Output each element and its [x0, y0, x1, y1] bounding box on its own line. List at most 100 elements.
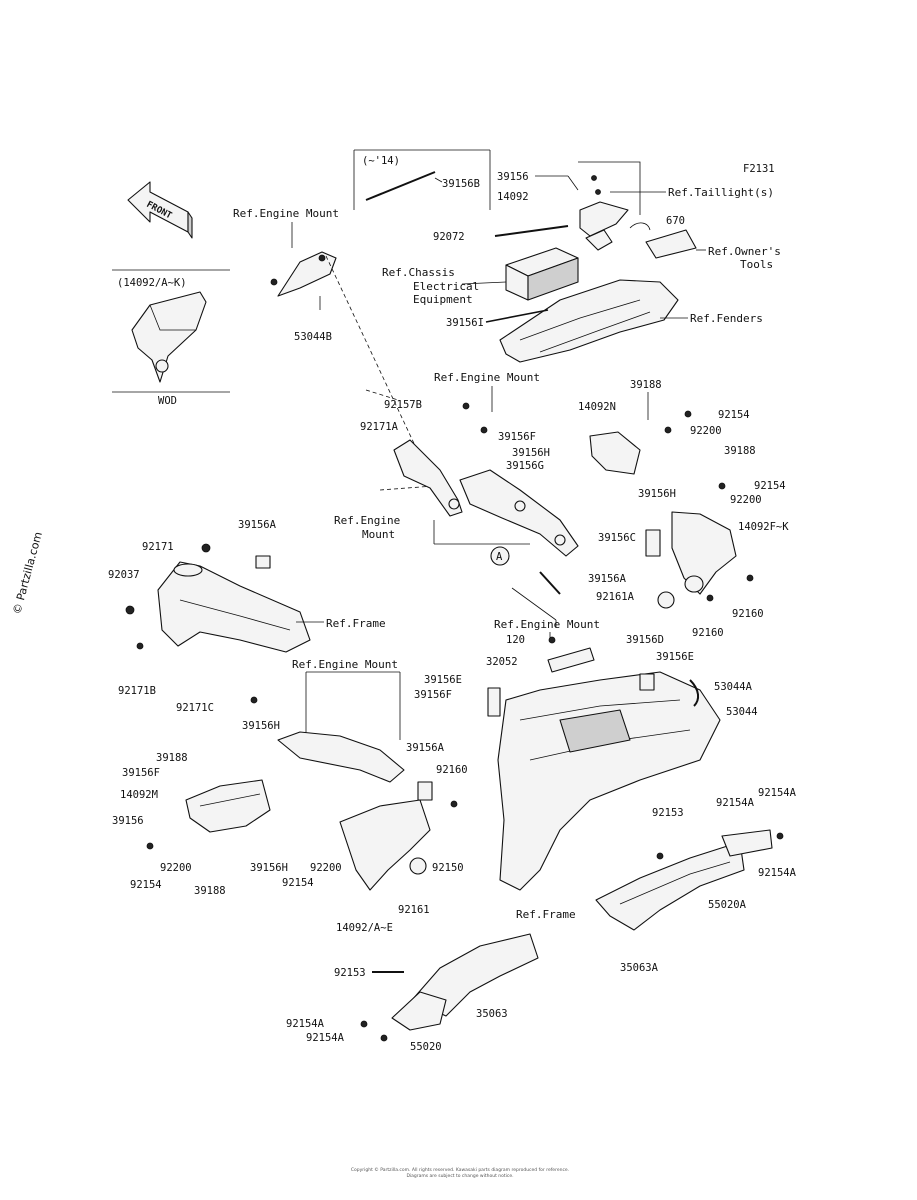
label-39156A-c: 39156A	[406, 742, 445, 754]
label-39156H-d: 39156H	[250, 862, 288, 874]
label-39156F-c: 39156F	[122, 767, 160, 779]
label-92153-b: 92153	[334, 967, 366, 979]
label-39156F-b: 39156F	[414, 689, 452, 701]
label-92154-a: 92154	[718, 409, 750, 421]
ref-engine-mount-split-1: Ref.Engine	[334, 514, 400, 527]
label-39188-b: 39188	[724, 445, 756, 457]
footer-line-1: Copyright © Partzilla.com. All rights re…	[350, 1168, 570, 1173]
year-note: (~'14)	[362, 155, 400, 167]
ref-engine-mount-split-2: Mount	[362, 528, 395, 541]
label-92037: 92037	[108, 569, 140, 581]
label-39156-top: 39156	[497, 171, 529, 183]
ref-taillight: Ref.Taillight(s)	[668, 186, 774, 199]
label-92200-d: 92200	[310, 862, 342, 874]
owners-tools-pouch	[629, 222, 697, 259]
lower-left-footrest	[185, 731, 405, 833]
label-14092M: 14092M	[120, 789, 158, 801]
label-14092F-K: 14092F~K	[738, 521, 789, 533]
main-frame	[497, 671, 721, 891]
ref-chassis-1: Ref.Chassis	[382, 266, 455, 279]
label-53044A: 53044A	[714, 681, 753, 693]
label-92154-c: 92154	[130, 879, 162, 891]
label-92171A: 92171A	[360, 421, 399, 433]
label-39188-c: 39188	[156, 752, 188, 764]
ref-owners-tools-2: Tools	[740, 258, 773, 271]
label-39156D: 39156D	[626, 634, 664, 646]
label-670: 670	[666, 215, 685, 227]
right-footrest-bracket	[459, 469, 579, 557]
label-39156H-b: 39156H	[638, 488, 676, 500]
label-92171C: 92171C	[176, 702, 214, 714]
label-55020A: 55020A	[708, 899, 747, 911]
ref-frame-2: Ref.Frame	[516, 908, 576, 921]
ref-engine-mount-2: Ref.Engine Mount	[434, 371, 540, 384]
year-note-group: (~'14)	[353, 149, 491, 210]
label-39188-a: 39188	[630, 379, 662, 391]
label-92154-b: 92154	[754, 480, 786, 492]
marker-a-1: A	[490, 546, 510, 566]
label-14092-top: 14092	[497, 191, 529, 203]
label-14092A-E: 14092/A~E	[336, 922, 393, 934]
label-35063A: 35063A	[620, 962, 659, 974]
engine-mount-bracket-top	[270, 251, 337, 297]
inset-model: WOD	[158, 395, 177, 407]
label-92160-a: 92160	[732, 608, 764, 620]
label-39156H: 39156H	[512, 447, 550, 459]
inset-title: (14092/A~K)	[117, 277, 187, 289]
label-53044: 53044	[726, 706, 758, 718]
battery-box	[505, 247, 579, 301]
label-32052: 32052	[486, 656, 518, 668]
label-53044B: 53044B	[294, 331, 332, 343]
label-92157B: 92157B	[384, 399, 422, 411]
label-39156H-c: 39156H	[242, 720, 280, 732]
label-39156E: 39156E	[656, 651, 694, 663]
label-39156F: 39156F	[498, 431, 536, 443]
label-92150: 92150	[432, 862, 464, 874]
label-92154-d: 92154	[282, 877, 314, 889]
label-92200-b: 92200	[730, 494, 762, 506]
ref-fenders: Ref.Fenders	[690, 312, 763, 325]
label-92154A-b: 92154A	[758, 787, 797, 799]
label-14092N: 14092N	[578, 401, 616, 413]
taillight-bracket	[578, 161, 641, 251]
label-92154A-c: 92154A	[758, 867, 797, 879]
label-39156A: 39156A	[238, 519, 277, 531]
label-92072: 92072	[433, 231, 465, 243]
label-39156A-b: 39156A	[588, 573, 627, 585]
label-39188-d: 39188	[194, 885, 226, 897]
label-92161A: 92161A	[596, 591, 635, 603]
footer-copyright: Copyright © Partzilla.com. All rights re…	[300, 1168, 620, 1180]
label-35063: 35063	[476, 1008, 508, 1020]
svg-text:A: A	[496, 551, 503, 563]
lower-right-footrest	[595, 829, 773, 931]
label-92154A: 92154A	[716, 797, 755, 809]
ref-engine-mount-1: Ref.Engine Mount	[233, 207, 339, 220]
label-39156B: 39156B	[442, 178, 480, 190]
label-39156G: 39156G	[506, 460, 544, 472]
front-arrow-icon: FRONT	[127, 181, 193, 239]
ref-engine-mount-3: Ref.Engine Mount	[494, 618, 600, 631]
label-92160-b: 92160	[692, 627, 724, 639]
label-92154A-e: 92154A	[306, 1032, 345, 1044]
diagram-code: F2131	[743, 163, 775, 175]
inset-cover-detail: (14092/A~K) WOD	[112, 269, 230, 407]
label-120: 120	[506, 634, 525, 646]
right-side-cover	[589, 431, 641, 475]
label-39156E-b: 39156E	[424, 674, 462, 686]
ref-owners-tools-1: Ref.Owner's	[708, 245, 781, 258]
rear-fender	[499, 279, 679, 363]
label-92200-c: 92200	[160, 862, 192, 874]
left-footrest-plate	[393, 439, 463, 517]
ref-engine-mount-4: Ref.Engine Mount	[292, 658, 398, 671]
label-92154A-d: 92154A	[286, 1018, 325, 1030]
ref-frame-1: Ref.Frame	[326, 617, 386, 630]
cover-14092F-K	[671, 511, 737, 595]
cover-14092A-E	[339, 799, 431, 891]
label-55020: 55020	[410, 1041, 442, 1053]
label-39156I: 39156I	[446, 317, 484, 329]
left-frame-section	[157, 561, 311, 653]
footer-line-2: Diagrams are subject to change without n…	[406, 1174, 514, 1179]
label-92171: 92171	[142, 541, 174, 553]
ref-chassis-3: Equipment	[413, 293, 473, 306]
